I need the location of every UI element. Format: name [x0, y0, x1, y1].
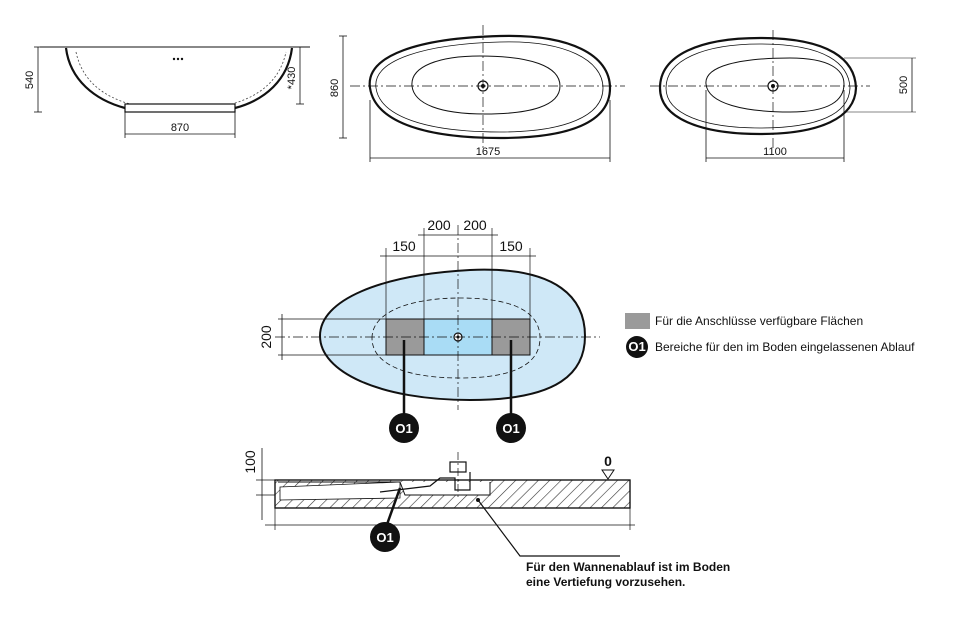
o1-badge-section-label: O1: [376, 530, 393, 545]
dim-side-200: 200: [258, 325, 274, 349]
o1-badge-left-label: O1: [395, 421, 412, 436]
legend-swatch-gray: [625, 313, 650, 329]
dim-left-150: 150: [392, 238, 416, 254]
inner-length-label: 1100: [763, 146, 787, 158]
section-depth-label: 100: [242, 450, 258, 474]
dim-left-200: 200: [427, 217, 451, 233]
inner-height-label: 500: [898, 76, 910, 94]
section-view: 100 0 O1 Für den Wannenablauf ist im Bod…: [242, 448, 730, 589]
dim-right-150: 150: [499, 238, 523, 254]
o1-badge-left: [389, 413, 419, 443]
side-inner-height-label: *430: [286, 67, 298, 90]
o1-badge-right-label: O1: [502, 421, 519, 436]
outer-height-label: 860: [329, 79, 341, 97]
note-line-1: Für den Wannenablauf ist im Boden: [526, 560, 730, 574]
outer-length-label: 1675: [476, 146, 500, 158]
note-line-2: eine Vertiefung vorzusehen.: [526, 575, 685, 589]
legend-o1-badge-label: O1: [628, 339, 645, 354]
legend-o1-badge: [626, 336, 648, 358]
side-view: 540 *430 870: [24, 46, 310, 138]
floor-plan: 200 200 150 150 200 O1 O1: [258, 217, 600, 443]
side-base-width-label: 870: [171, 122, 189, 134]
level-triangle-icon: [601, 469, 615, 480]
o1-badge-section: [370, 522, 400, 552]
o1-badge-right: [496, 413, 526, 443]
legend-item-1: Für die Anschlüsse verfügbare Flächen: [655, 314, 863, 328]
top-view-outer: 860 1675: [329, 25, 625, 162]
legend-item-2: Bereiche für den im Boden eingelassenen …: [655, 340, 915, 354]
legend: Für die Anschlüsse verfügbare Flächen O1…: [625, 313, 915, 358]
dim-right-200: 200: [463, 217, 487, 233]
top-view-inner: 500 1100: [650, 30, 916, 162]
zero-level-label: 0: [604, 453, 612, 469]
side-height-label: 540: [24, 71, 36, 89]
